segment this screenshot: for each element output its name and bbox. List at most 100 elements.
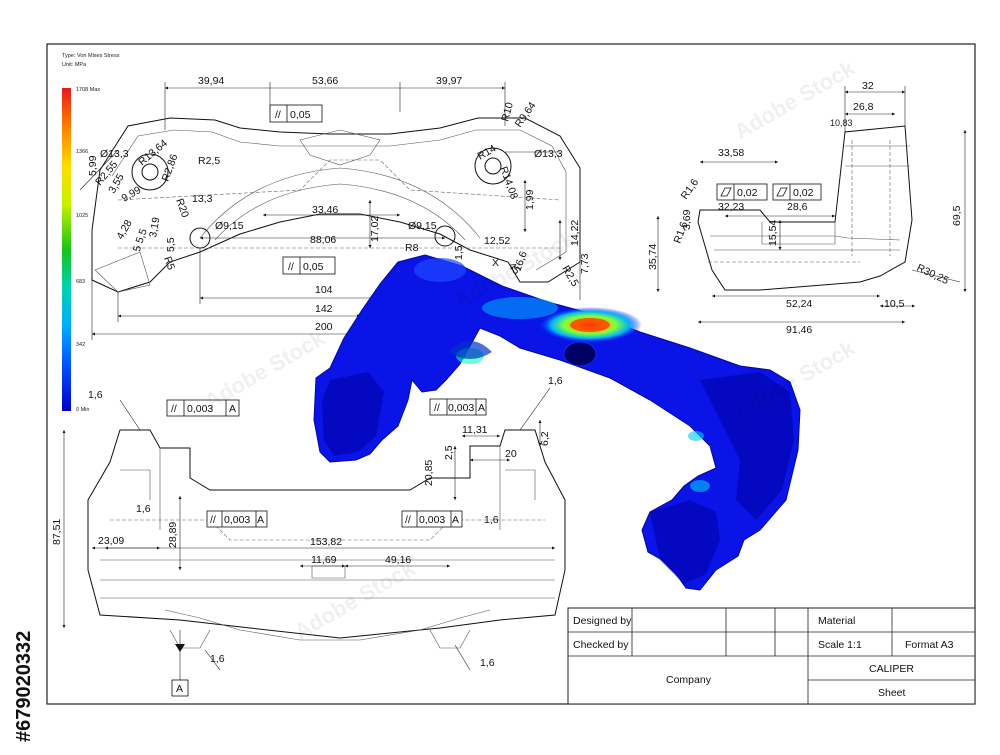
tolerance-value: 0,003 — [187, 403, 213, 415]
dim-label: R5 — [161, 255, 177, 272]
dim-label: 33,46 — [312, 204, 338, 216]
dim-label: R2,86 — [160, 152, 181, 183]
tolerance-value: 0,003 — [448, 402, 474, 414]
flatness-tolerance-frame: // 0,05 — [282, 256, 336, 275]
dim-label: 6,2 — [539, 431, 551, 446]
dim-label: 49,16 — [385, 554, 411, 566]
parallelism-tolerance-frame: // 0,003 A — [401, 510, 463, 528]
front-view-outline — [91, 117, 581, 293]
dim-label: 32,23 — [718, 201, 744, 213]
dim-label: R1,6 — [679, 177, 702, 202]
svg-text://: // — [275, 109, 281, 121]
dim-label: 26,8 — [853, 101, 874, 113]
dim-label: 153,82 — [310, 536, 342, 548]
dim-label: 33,58 — [718, 147, 744, 159]
dim-label: 1,6 — [136, 503, 151, 515]
tolerance-value: 0,003 — [224, 514, 250, 526]
legend-max-label: 1708 Max — [76, 87, 100, 93]
dim-label: 15,54 — [767, 220, 779, 246]
dim-label: 1,6 — [548, 375, 563, 387]
dim-label: 35,74 — [647, 244, 659, 270]
svg-text://: // — [171, 403, 177, 415]
flatness-tolerance-frame: // 0,05 — [269, 104, 323, 123]
legend-tick-label: 1025 — [76, 213, 88, 219]
dim-label: 1,99 — [524, 189, 536, 210]
parallelism-tolerance-frame: // 0,003 A — [166, 399, 240, 417]
dim-label: 39,97 — [436, 75, 462, 87]
dim-label: 17,02 — [369, 216, 381, 242]
dim-label: 39,94 — [198, 75, 224, 87]
dim-label: 88,06 — [310, 234, 336, 246]
parallelism-tolerance-frame: // 0,003 A — [429, 398, 487, 416]
legend-type-label: Type: Von Mises Stress — [62, 53, 120, 59]
svg-text://: // — [405, 514, 411, 526]
legend-min-label: 0 Min — [76, 407, 89, 413]
datum-label: A — [176, 683, 183, 695]
designed-by-label: Designed by — [573, 615, 632, 627]
dim-label: 10,5 — [884, 298, 905, 310]
top-view — [62, 387, 566, 680]
sheet-label: Sheet — [878, 687, 906, 699]
front-view-dimensions — [79, 82, 581, 340]
legend-tick-label: 1366 — [76, 149, 88, 155]
datum-ref: A — [257, 514, 264, 526]
dim-label: 1,6 — [210, 653, 225, 665]
dim-label: R2,5 — [198, 155, 220, 167]
watermark-text: Adobe Stock — [290, 555, 420, 644]
front-view — [91, 117, 581, 293]
dim-label: 23,09 — [98, 535, 124, 547]
dim-label: 3,19 — [147, 216, 162, 238]
dim-label: R14,08 — [497, 165, 520, 201]
material-label: Material — [818, 615, 855, 627]
stock-id: #679020332 — [13, 631, 35, 742]
dim-label: 2,5 — [443, 445, 455, 460]
scale-label: Scale 1:1 — [818, 639, 862, 651]
dim-label: 91,46 — [786, 324, 812, 336]
flatness-value: 0,05 — [290, 109, 311, 121]
svg-text://: // — [210, 514, 216, 526]
dim-label: 11,69 — [311, 554, 337, 566]
format-label: Format A3 — [905, 639, 954, 651]
legend-unit-label: Unit: MPa — [62, 62, 87, 68]
side-view — [656, 86, 967, 324]
dim-label: 14,22 — [569, 220, 581, 246]
dim-label: R9,64 — [513, 100, 539, 130]
side-view-labels: 32 26,8 10,83 33,58 R1,6 0,02 0,02 32,23… — [647, 80, 963, 336]
tolerance-value: 0,02 — [793, 187, 814, 199]
stress-simulation-render — [313, 254, 801, 591]
dim-label: 4,28 — [114, 218, 135, 242]
company-label: Company — [666, 674, 712, 686]
svg-text://: // — [288, 261, 294, 273]
dim-label: 1,6 — [88, 389, 103, 401]
top-view-outline — [87, 429, 566, 639]
dim-label: 200 — [315, 321, 333, 333]
datum-ref: A — [478, 402, 485, 414]
watermark-text: Adobe Stock — [730, 55, 860, 144]
dim-label: 7,73 — [579, 253, 591, 274]
legend-tick-label: 683 — [76, 279, 85, 285]
dim-label: 32 — [862, 80, 874, 92]
legend-tick-label: 342 — [76, 342, 85, 348]
checked-by-label: Checked by — [573, 639, 629, 651]
dim-label: 13,3 — [192, 193, 213, 205]
dim-label: 5 — [131, 245, 144, 253]
dim-label: 53,66 — [312, 75, 338, 87]
dim-label: 3,69 — [681, 209, 693, 230]
dim-label: R30,25 — [915, 262, 951, 287]
dim-label: 11,31 — [462, 424, 488, 436]
dim-label: 1,6 — [480, 657, 495, 669]
sheet-border — [46, 43, 976, 705]
dim-label: 5,99 — [87, 155, 99, 176]
dim-label: R2,5 — [559, 264, 581, 289]
tolerance-value: 0,02 — [737, 187, 758, 199]
top-view-labels: 1,6 // 0,003 A 1,6 // 0,003 A // 0,003 A — [51, 375, 563, 697]
watermark-text: Adobe Stock — [200, 325, 330, 414]
dim-label: 12,52 — [484, 235, 510, 247]
parallelism-tolerance-frame: 0,02 — [772, 183, 822, 201]
dim-label: 20,85 — [423, 460, 435, 486]
stress-legend: Type: Von Mises Stress Unit: MPa 1708 Ma… — [62, 53, 120, 413]
tolerance-value: 0,003 — [419, 514, 445, 526]
dim-label: 142 — [315, 303, 333, 315]
